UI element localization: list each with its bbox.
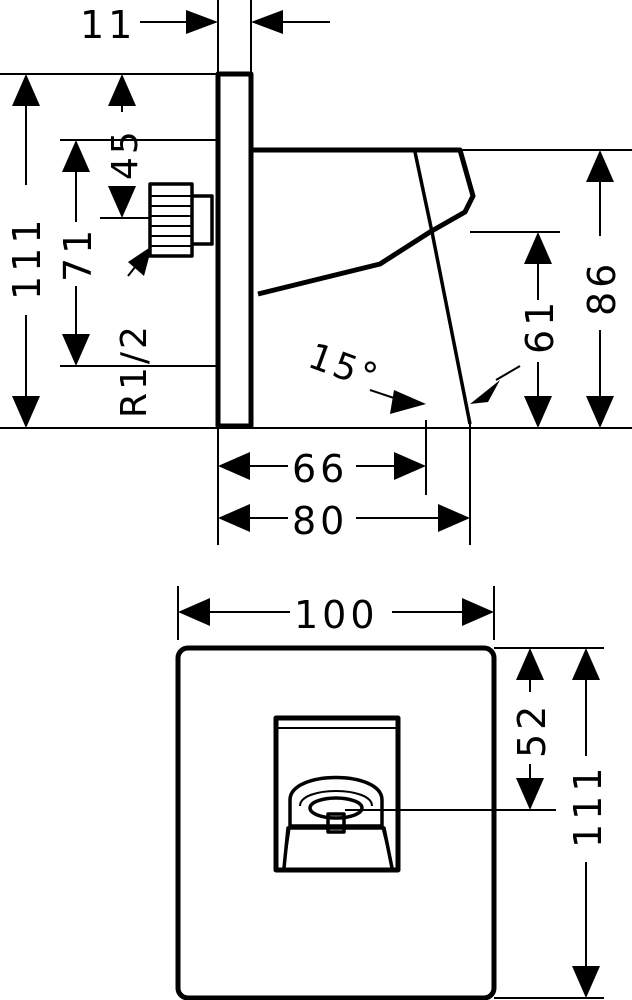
arrow-80-right bbox=[438, 504, 470, 532]
arrow-thread-leader bbox=[128, 246, 152, 276]
arrow-111-bottom bbox=[12, 396, 40, 428]
thread-connector bbox=[148, 182, 214, 258]
spout-inner bbox=[282, 826, 394, 869]
arrow-86-top bbox=[586, 150, 614, 182]
arrow-45-top bbox=[108, 74, 136, 106]
arrow-52-bottom bbox=[516, 778, 544, 810]
arrow-11-right bbox=[251, 10, 283, 34]
arrow-angle-left bbox=[390, 390, 426, 414]
arrow-61-top bbox=[524, 232, 552, 264]
front-plate bbox=[175, 645, 497, 1000]
dim-86: 86 bbox=[580, 260, 624, 316]
side-view: 11 111 45 71 R1/2 86 61 1 bbox=[0, 0, 632, 545]
dim-45: 45 bbox=[105, 128, 146, 180]
dim-61: 61 bbox=[518, 298, 562, 354]
thread-nut bbox=[148, 182, 194, 258]
dim-66: 66 bbox=[292, 447, 348, 491]
arrow-111-front-top bbox=[572, 648, 600, 680]
dim-71: 71 bbox=[56, 226, 100, 282]
arrow-111-top bbox=[12, 74, 40, 106]
arrow-45-bottom bbox=[108, 186, 136, 218]
dim-100: 100 bbox=[294, 593, 379, 637]
arrow-71-bottom bbox=[62, 334, 90, 366]
arrow-80-left bbox=[218, 504, 250, 532]
arrow-100-left bbox=[178, 598, 210, 626]
outlet-nozzle bbox=[326, 812, 346, 834]
dim-52: 52 bbox=[510, 702, 554, 758]
arrow-61-bottom bbox=[524, 396, 552, 428]
dim-111-front: 111 bbox=[566, 763, 610, 848]
mounting-plate bbox=[215, 71, 254, 429]
spout-edge bbox=[413, 151, 434, 233]
arrow-66-right bbox=[394, 452, 426, 480]
dim-111-side: 111 bbox=[5, 215, 49, 300]
outlet-body bbox=[288, 775, 384, 828]
arrow-71-top bbox=[62, 140, 90, 172]
arrow-66-left bbox=[218, 452, 250, 480]
arrow-52-top bbox=[516, 648, 544, 680]
dim-80: 80 bbox=[292, 499, 348, 543]
outlet-aerator bbox=[308, 796, 364, 820]
dim-11: 11 bbox=[80, 3, 136, 47]
front-view: 100 52 111 bbox=[175, 586, 610, 1000]
arrow-111-front-bottom bbox=[572, 966, 600, 998]
spout-angle-line bbox=[430, 231, 472, 425]
arrow-11-left bbox=[186, 10, 218, 34]
outlet-ring bbox=[299, 790, 373, 807]
thread-stem bbox=[192, 194, 214, 246]
arrow-86-bottom bbox=[586, 396, 614, 428]
arrow-angle-right bbox=[470, 380, 500, 404]
dim-angle: 15° bbox=[303, 336, 385, 399]
thread-label: R1/2 bbox=[114, 323, 155, 418]
spout-opening bbox=[273, 715, 401, 873]
arrow-100-right bbox=[462, 598, 494, 626]
